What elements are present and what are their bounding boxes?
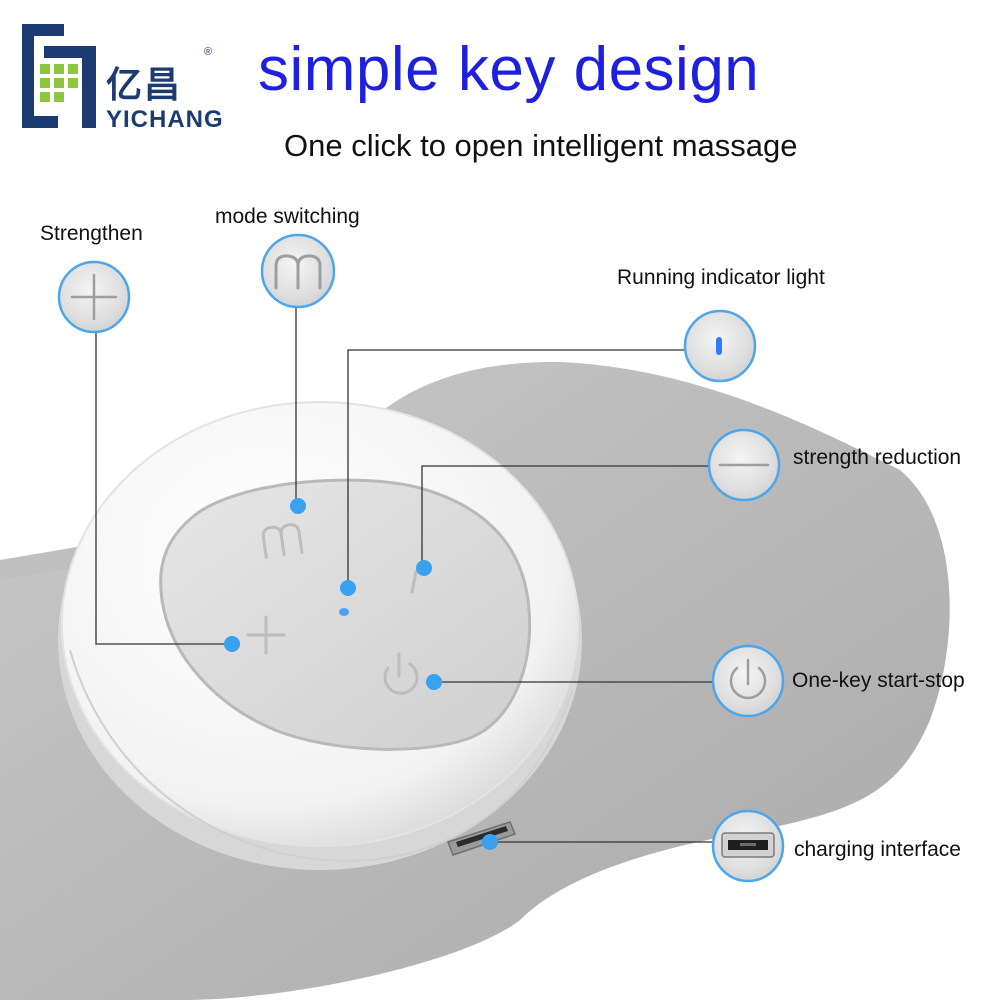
usb-port-icon	[711, 809, 785, 883]
leader-line-strengthen	[95, 332, 230, 645]
device-charging-port	[447, 821, 517, 856]
callout-dots	[224, 498, 498, 850]
brand-logo-icon	[22, 24, 96, 128]
registered-mark: ®	[204, 46, 213, 58]
brand-name-cn: 亿昌	[106, 64, 183, 105]
leader-line-reduction	[421, 465, 710, 566]
leader-line-indicator	[347, 349, 686, 586]
label-mode-switching: mode switching	[215, 205, 360, 228]
label-start-stop: One-key start-stop	[792, 669, 965, 692]
leader-lines	[95, 308, 716, 843]
dot-startstop	[426, 674, 442, 690]
label-strength-reduction: strength reduction	[793, 446, 962, 469]
headline: simple key design	[258, 35, 760, 104]
dot-charging	[482, 834, 498, 850]
panel-mode-symbol	[261, 523, 304, 559]
dot-indicator	[340, 580, 356, 596]
label-charging-interface: charging interface	[794, 838, 961, 861]
label-strengthen: Strengthen	[40, 222, 143, 245]
label-running-indicator: Running indicator light	[617, 266, 825, 289]
dot-strengthen	[224, 636, 240, 652]
panel-minus-symbol	[410, 570, 418, 594]
dot-reduction	[416, 560, 432, 576]
brand-name-en: YICHANG	[106, 106, 224, 133]
letter-m-icon	[260, 233, 336, 309]
subheadline: One click to open intelligent massage	[284, 128, 798, 163]
panel-plus-symbol	[246, 615, 286, 655]
minus-icon	[707, 428, 781, 502]
panel-indicator-light	[339, 608, 349, 616]
power-icon	[711, 644, 785, 718]
indicator-light-icon	[683, 309, 757, 383]
panel-power-symbol	[383, 652, 419, 695]
plus-icon	[57, 260, 131, 334]
dot-mode	[290, 498, 306, 514]
